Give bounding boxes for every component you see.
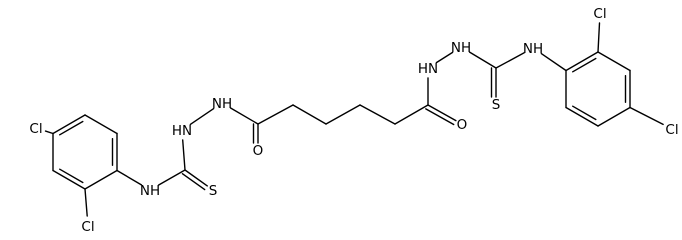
atom-label-s-left: S xyxy=(209,183,218,199)
bond-c_l3-cl_left_top xyxy=(44,130,54,135)
bond-c_r1-c_r2-inner xyxy=(572,57,597,73)
bond-c_thio_left-hn_left_1 xyxy=(181,139,186,171)
atom-label-hn-right-2: HN xyxy=(418,61,438,77)
bond-c_l4-c_l5 xyxy=(52,169,86,190)
bond-hn_right_2-nh_right_1 xyxy=(435,51,454,64)
atom-label-cl-left-top: Cl xyxy=(29,121,42,137)
atom-label-nh-left-aryl: NH xyxy=(140,183,160,199)
bond-c_r5-c_r6-inner xyxy=(572,105,597,121)
atom-label-nh-left-2: NH xyxy=(212,96,232,112)
bond-c_l5-c_l6 xyxy=(84,169,118,190)
atom-label-cl-left-bottom: Cl xyxy=(81,219,94,235)
bond-c_r4-c_r5 xyxy=(597,106,631,127)
bond-nh_left_aryl-c_thio_left xyxy=(157,169,186,186)
atom-label-cl-right-bottom: Cl xyxy=(665,122,678,138)
bond-c_r4-cl_right_bottom xyxy=(629,106,664,126)
bond-c_co_right-o_right-second xyxy=(425,108,455,126)
bond-c_thio_right-nh_right_aryl xyxy=(495,52,525,69)
bond-c_ch2_d-c_co_right xyxy=(394,104,429,125)
bond-c_r2-cl_right_top xyxy=(597,22,601,53)
bond-c_l2-c_l3-inner xyxy=(59,120,84,136)
bond-c_thio_left-s_left xyxy=(184,169,209,187)
atom-label-o-left: O xyxy=(253,143,264,159)
atom-label-o-right: O xyxy=(457,117,468,133)
bond-c_r1-c_r2 xyxy=(565,51,599,72)
bond-c_ch2_c-c_ch2_d xyxy=(359,104,396,125)
bond-c_r2-c_r3 xyxy=(597,51,631,72)
bond-c_co_left-c_ch2_a xyxy=(257,104,294,125)
bond-nh_right_aryl-c_r1 xyxy=(540,52,567,72)
atom-label-hn-left-1: HN xyxy=(172,123,192,139)
bond-c_ch2_b-c_ch2_c xyxy=(325,104,361,125)
bond-nh_left_2-c_co_left xyxy=(229,107,259,125)
bond-c_l1-c_l2 xyxy=(84,114,118,135)
bond-c_ch2_a-c_ch2_b xyxy=(292,104,327,125)
atom-label-s-right: S xyxy=(492,97,501,113)
atom-label-nh-right-aryl: NH xyxy=(523,41,543,57)
bond-c_r5-c_r6 xyxy=(565,106,599,127)
bond-c_co_right-o_right xyxy=(427,104,457,122)
atom-label-nh-right-1: NH xyxy=(451,40,471,56)
atom-label-cl-right-top: Cl xyxy=(593,6,606,22)
bond-c_l2-c_l3 xyxy=(52,114,86,135)
bond-c_l6-nh_left_aryl xyxy=(116,169,143,186)
bond-c_l5-cl_left_bottom xyxy=(84,188,88,217)
bond-c_l4-c_l5-inner xyxy=(59,168,84,184)
bond-hn_left_1-nh_left_2 xyxy=(189,107,215,126)
bond-c_thio_left-s_left-second xyxy=(181,172,206,191)
bonds-layer xyxy=(44,22,664,217)
bond-nh_right_1-c_thio_right xyxy=(468,51,497,69)
